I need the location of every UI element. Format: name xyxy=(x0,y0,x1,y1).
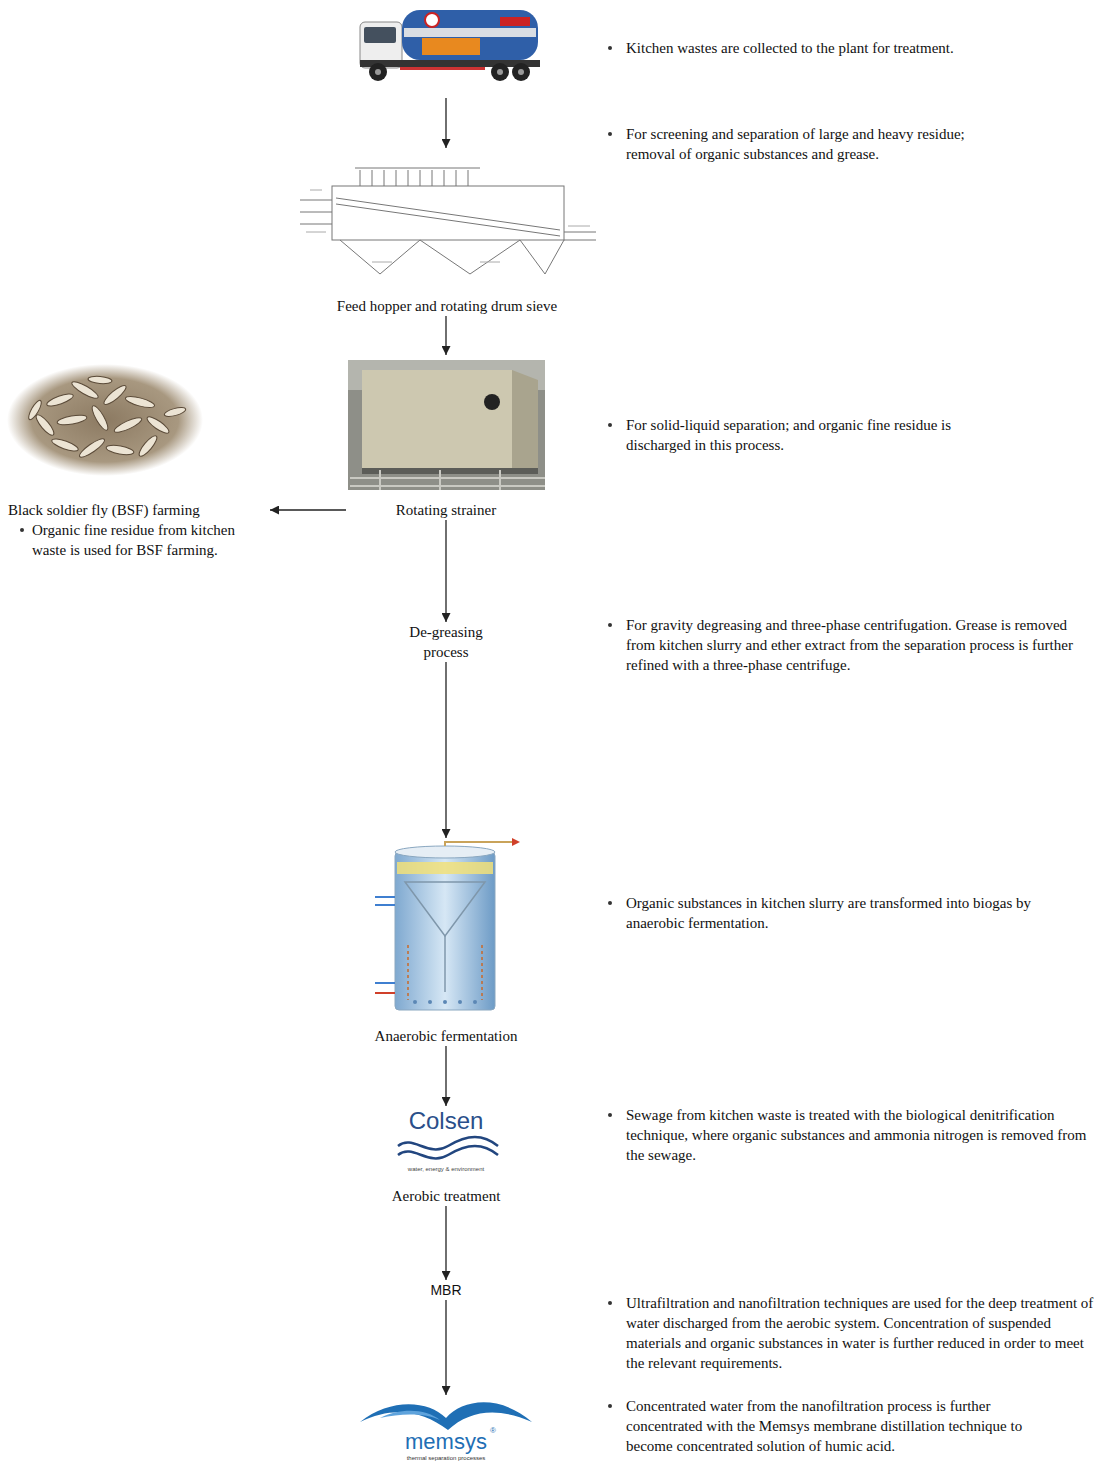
flow-arrow xyxy=(445,662,446,838)
flow-arrow xyxy=(445,316,446,355)
tank-illustration xyxy=(375,838,520,1010)
bullet-dot xyxy=(608,132,612,136)
process-step: Rotating strainer xyxy=(346,355,546,520)
note-text: Kitchen wastes are collected to the plan… xyxy=(626,38,1026,58)
step-description: Kitchen wastes are collected to the plan… xyxy=(604,38,1026,58)
bullet-dot xyxy=(608,46,612,50)
step-description: For solid-liquid separation; and organic… xyxy=(604,415,982,455)
logo-waves xyxy=(398,1137,498,1158)
step-description: Sewage from kitchen waste is treated wit… xyxy=(604,1105,1107,1165)
step-description: Concentrated water from the nanofiltrati… xyxy=(604,1396,1056,1456)
bullet-dot xyxy=(608,623,612,627)
step-description: For screening and separation of large an… xyxy=(604,124,1012,164)
note-text: Sewage from kitchen waste is treated wit… xyxy=(626,1105,1107,1165)
step-description: Organic substances in kitchen slurry are… xyxy=(604,893,1066,933)
step-caption: Anaerobic fermentation xyxy=(356,1026,536,1046)
process-step: De-greasing process xyxy=(396,622,496,662)
flow-arrow xyxy=(445,98,446,148)
logo-tagline: water, energy & environment xyxy=(396,1165,496,1173)
note-text: Organic substances in kitchen slurry are… xyxy=(626,893,1066,933)
note-text: Concentrated water from the nanofiltrati… xyxy=(626,1396,1056,1456)
note-text: For solid-liquid separation; and organic… xyxy=(626,415,982,455)
process-step: MBR xyxy=(406,1280,486,1300)
flow-arrow xyxy=(270,509,346,510)
note-text: Ultrafiltration and nanofiltration techn… xyxy=(626,1293,1098,1373)
bullet-dot xyxy=(608,423,612,427)
logo-text: MBR xyxy=(406,1280,486,1300)
step-caption: Black soldier fly (BSF) farming xyxy=(8,500,270,520)
bullet-dot xyxy=(608,1404,612,1408)
process-step: Feed hopper and rotating drum sieve xyxy=(296,150,598,316)
process-step: Black soldier fly (BSF) farmingOrganic f… xyxy=(8,366,270,560)
flow-arrow xyxy=(445,1300,446,1395)
logo-note: water, energy & environment xyxy=(396,1165,496,1173)
note-text: For screening and separation of large an… xyxy=(626,124,1012,164)
logo-note: thermal separation processes xyxy=(376,1454,516,1462)
truck-illustration xyxy=(360,10,540,81)
step-caption: Feed hopper and rotating drum sieve xyxy=(296,296,598,316)
flow-arrow xyxy=(445,1206,446,1280)
bullet-dot xyxy=(608,901,612,905)
logo-swoosh xyxy=(360,1402,532,1430)
logo-note: ® xyxy=(490,1426,502,1436)
step-note: Organic fine residue from kitchen waste … xyxy=(32,520,270,560)
step-description: For gravity degreasing and three-phase c… xyxy=(604,615,1081,675)
step-caption: Aerobic treatment xyxy=(366,1186,526,1206)
flow-arrow xyxy=(445,520,446,622)
step-caption: De-greasing process xyxy=(396,622,496,662)
bullet-dot xyxy=(608,1113,612,1117)
hopper-drawing xyxy=(300,168,596,274)
step-description: Ultrafiltration and nanofiltration techn… xyxy=(604,1293,1098,1373)
logo-tagline: thermal separation processes xyxy=(376,1454,516,1462)
bullet-dot xyxy=(20,528,24,532)
logo-tagline: ® xyxy=(490,1426,502,1436)
process-step: ColsenAerobic treatment xyxy=(366,1106,526,1206)
flow-arrow xyxy=(445,1046,446,1106)
step-caption: Rotating strainer xyxy=(346,500,546,520)
bullet-dot xyxy=(608,1301,612,1305)
logo-text: memsys xyxy=(346,1431,546,1453)
process-step: Anaerobic fermentation xyxy=(356,838,536,1046)
strainer-photo xyxy=(348,360,545,490)
larvae-photo xyxy=(7,364,203,476)
logo-text: Colsen xyxy=(366,1106,526,1136)
note-text: For gravity degreasing and three-phase c… xyxy=(626,615,1081,675)
process-step: memsys xyxy=(346,1395,546,1453)
